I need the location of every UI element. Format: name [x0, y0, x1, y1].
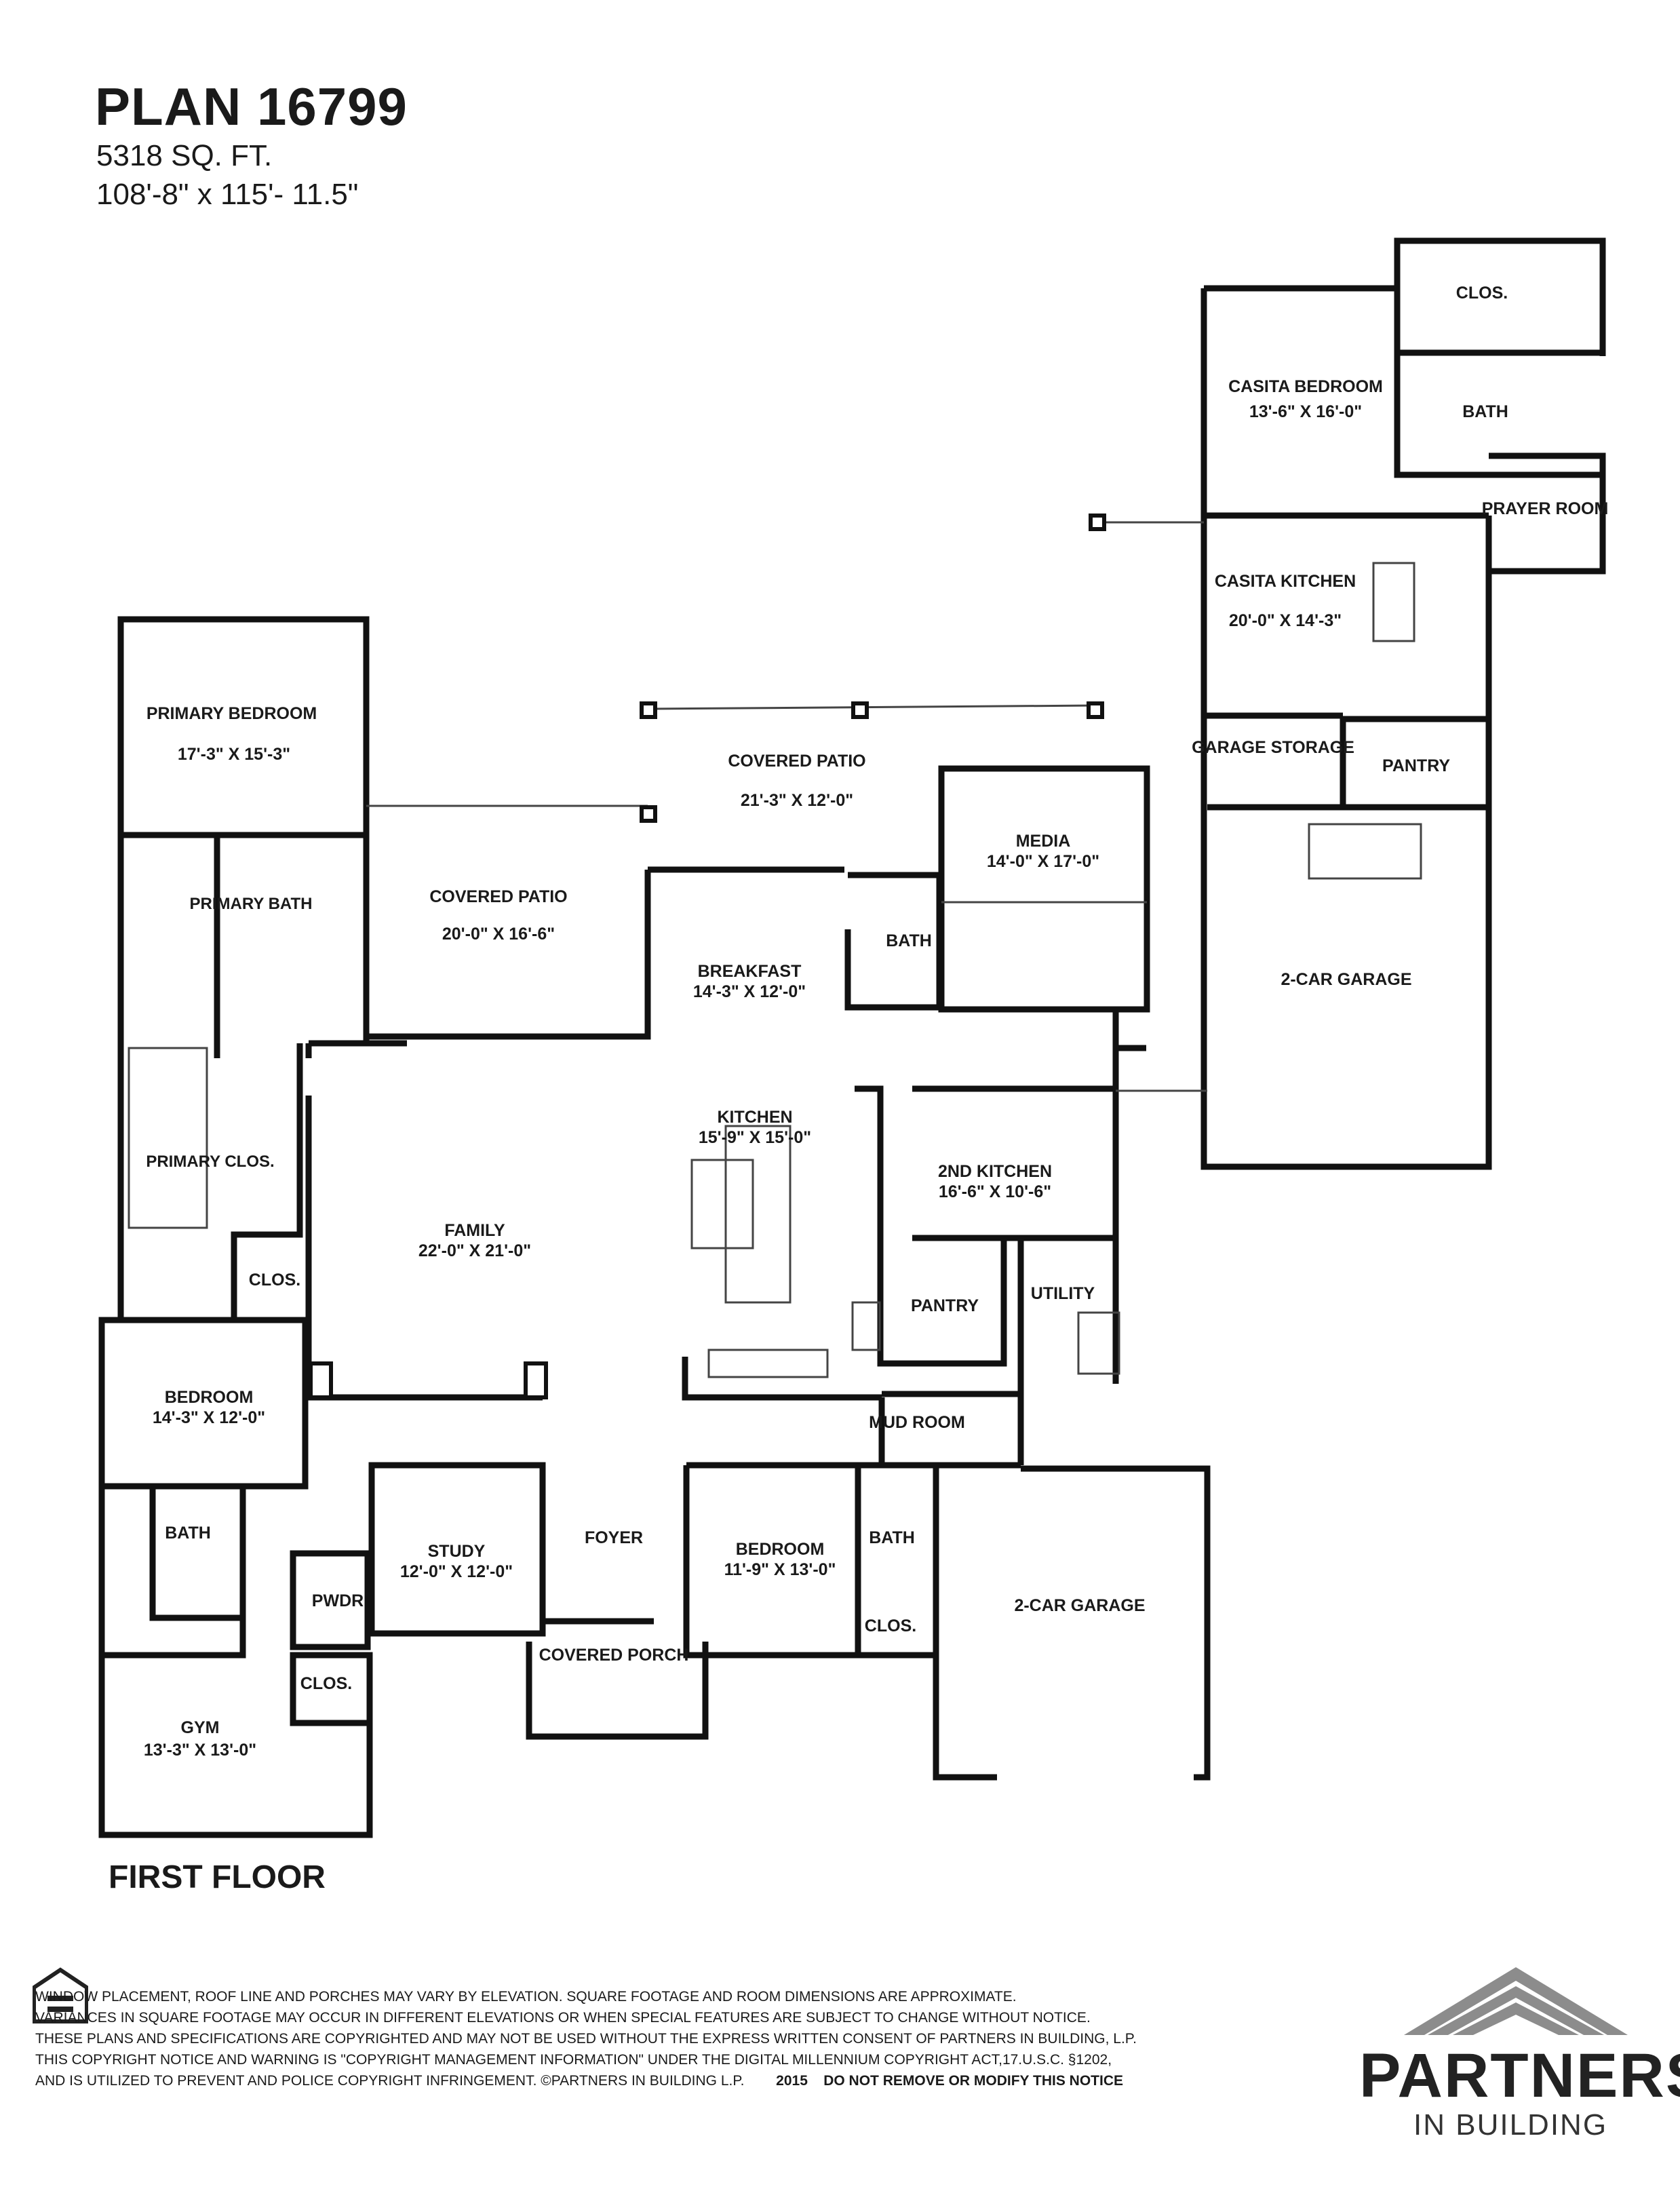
gym-name: GYM: [181, 1718, 220, 1737]
media-name: MEDIA: [1016, 832, 1071, 851]
covered-patio-top-name: COVERED PATIO: [728, 752, 865, 771]
covered-patio-left-name: COVERED PATIO: [429, 887, 567, 906]
breakfast-name: BREAKFAST: [698, 962, 802, 981]
family-size: 22'-0" X 21'-0": [418, 1241, 531, 1260]
casita-bedroom-size: 13'-6" X 16'-0": [1249, 402, 1362, 421]
clos-family-label: CLOS.: [249, 1271, 300, 1290]
copyright-warning: DO NOT REMOVE OR MODIFY THIS NOTICE: [823, 2073, 1124, 2089]
disclaimer-line-1: WINDOW PLACEMENT, ROOF LINE AND PORCHES …: [35, 1989, 1017, 2004]
thin-lines: [128, 521, 1422, 1378]
foyer-label: FOYER: [585, 1528, 643, 1547]
second-kitchen-name: 2ND KITCHEN: [938, 1162, 1052, 1181]
bedroom-left-size: 14'-3" X 12'-0": [153, 1408, 265, 1427]
covered-patio-top-size: 21'-3" X 12'-0": [741, 791, 853, 810]
casita-clos-label: CLOS.: [1456, 284, 1508, 303]
disclaimer: WINDOW PLACEMENT, ROOF LINE AND PORCHES …: [35, 1986, 1344, 2091]
clos-mid-label: CLOS.: [865, 1616, 916, 1635]
second-kitchen-size: 16'-6" X 10'-6": [939, 1182, 1051, 1201]
plan-title: PLAN 16799: [95, 77, 408, 136]
kitchen-size: 15'-9" X 15'-0": [699, 1128, 811, 1147]
room-labels: PRIMARY BEDROOM 17'-3" X 15'-3" PRIMARY …: [144, 284, 1608, 1760]
clos-gym-label: CLOS.: [300, 1674, 352, 1693]
garage-storage-label: GARAGE STORAGE: [1192, 738, 1354, 757]
overall-dimensions: 108'-8" x 115'- 11.5": [96, 178, 359, 211]
garage-main-label: 2-CAR GARAGE: [1014, 1596, 1145, 1615]
disclaimer-line-4: THIS COPYRIGHT NOTICE AND WARNING IS "CO…: [35, 2052, 1112, 2068]
bedroom-left-name: BEDROOM: [165, 1388, 254, 1407]
kitchen-name: KITCHEN: [717, 1108, 792, 1127]
study-size: 12'-0" X 12'-0": [400, 1562, 513, 1581]
utility-label: UTILITY: [1031, 1284, 1095, 1303]
media-size: 14'-0" X 17'-0": [987, 852, 1099, 871]
floor-label: FIRST FLOOR: [109, 1859, 326, 1895]
bath-media-label: BATH: [886, 931, 932, 950]
study-name: STUDY: [428, 1542, 486, 1561]
gym-size: 13'-3" X 13'-0": [144, 1741, 256, 1760]
bedroom-mid-size: 11'-9" X 13'-0": [724, 1560, 836, 1579]
covered-porch-label: COVERED PORCH: [539, 1646, 689, 1665]
garage-casita-label: 2-CAR GARAGE: [1281, 970, 1411, 989]
label-primary-bedroom: PRIMARY BEDROOM 17'-3" X 15'-3": [146, 704, 321, 764]
pwdr-label: PWDR: [312, 1591, 364, 1610]
primary-bath-label: PRIMARY BATH: [190, 895, 313, 913]
covered-patio-left-size: 20'-0" X 16'-6": [442, 925, 555, 944]
mud-room-label: MUD ROOM: [869, 1413, 965, 1432]
copyright-year: 2015: [776, 2073, 808, 2089]
primary-bedroom-size: 17'-3" X 15'-3": [178, 745, 290, 764]
family-name: FAMILY: [444, 1221, 505, 1240]
brand-name: PARTNERS: [1359, 2041, 1680, 2110]
square-footage: 5318 SQ. FT.: [96, 139, 273, 172]
casita-bedroom-name: CASITA BEDROOM: [1228, 377, 1383, 396]
prayer-room-label: PRAYER ROOM: [1482, 499, 1609, 518]
pantry-casita-label: PANTRY: [1382, 756, 1450, 775]
breakfast-size: 14'-3" X 12'-0": [693, 982, 806, 1001]
disclaimer-line-3: THESE PLANS AND SPECIFICATIONS ARE COPYR…: [35, 2031, 1137, 2047]
brand-subtitle: IN BUILDING: [1413, 2108, 1608, 2142]
primary-bedroom-name: PRIMARY BEDROOM: [146, 704, 317, 723]
partners-logo-mark: [1404, 1967, 1628, 2035]
patio-posts: [309, 514, 1106, 1399]
outer-walls: [98, 237, 1606, 1838]
casita-kitchen-size: 20'-0" X 14'-3": [1229, 611, 1342, 630]
pantry-main-label: PANTRY: [911, 1296, 979, 1315]
bath-left-label: BATH: [165, 1524, 211, 1543]
bedroom-mid-name: BEDROOM: [736, 1540, 825, 1559]
disclaimer-line-5-text: AND IS UTILIZED TO PREVENT AND POLICE CO…: [35, 2073, 745, 2089]
casita-bath-label: BATH: [1462, 402, 1508, 421]
disclaimer-line-2: VARIANCES IN SQUARE FOOTAGE MAY OCCUR IN…: [35, 2010, 1091, 2026]
primary-clos-label: PRIMARY CLOS.: [146, 1152, 274, 1171]
bath-mid-label: BATH: [869, 1528, 915, 1547]
equal-housing-icon: [33, 1967, 88, 2023]
casita-kitchen-name: CASITA KITCHEN: [1215, 572, 1356, 591]
disclaimer-line-5: AND IS UTILIZED TO PREVENT AND POLICE CO…: [35, 2070, 1344, 2091]
